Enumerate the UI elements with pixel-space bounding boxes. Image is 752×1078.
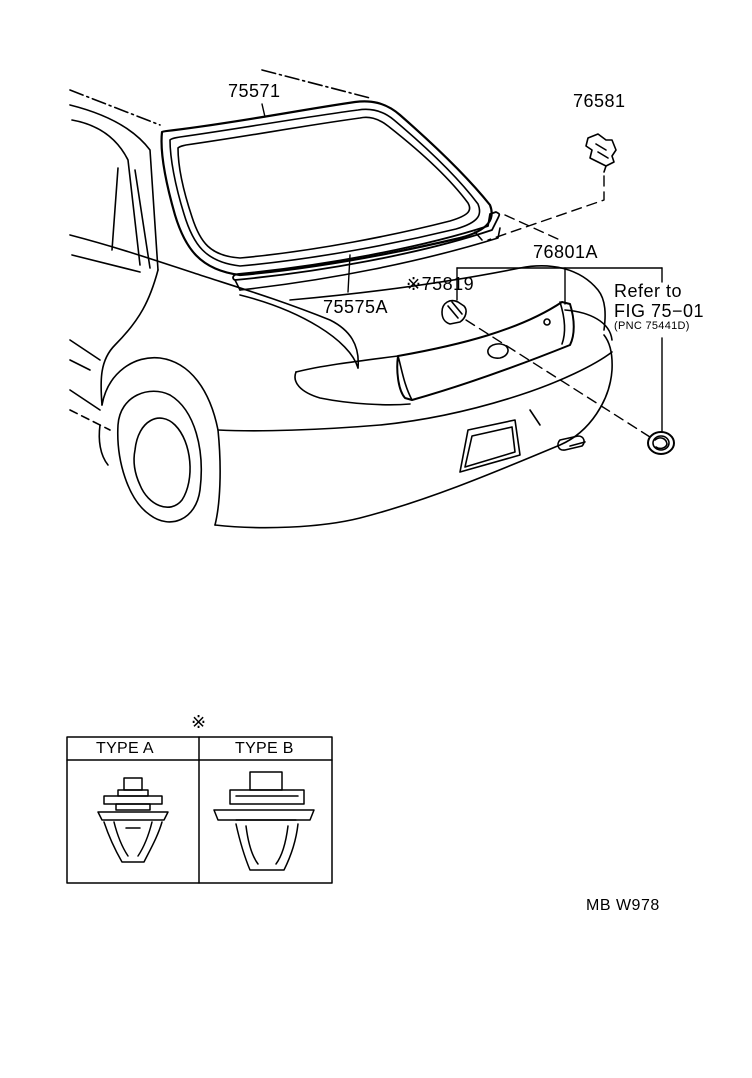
rear-emblem [647,431,675,455]
clip-76581 [585,133,617,173]
type-a-clip-drawing [97,777,169,863]
trunk-garnish [396,301,575,401]
clip-type-table [66,736,333,884]
type-b-clip-drawing [213,771,315,871]
refer-text-line2: FIG 75−01 [614,301,705,321]
type-b-label: TYPE B [235,740,294,757]
part-label-75575A: 75575A [323,297,389,317]
type-a-label: TYPE A [96,740,154,757]
clip-75819 [441,299,467,325]
refer-text-line1: Refer to [614,281,683,301]
install-dash-lines [465,175,651,438]
refer-text-line3: (PNC 75441D) [614,320,690,332]
car-body [69,104,613,529]
part-label-76581: 76581 [573,91,626,111]
rear-window-garnish [232,211,501,291]
part-label-75819: ※75819 [406,274,475,294]
leader-lines [261,103,663,433]
part-label-76801A: 76801A [533,242,599,262]
drawing-code: MB W978 [586,897,660,914]
roof-outline [69,69,371,126]
part-label-75571: 75571 [228,81,281,101]
type-note-mark: ※ [191,712,207,732]
rear-window-weatherstrip [160,100,493,277]
